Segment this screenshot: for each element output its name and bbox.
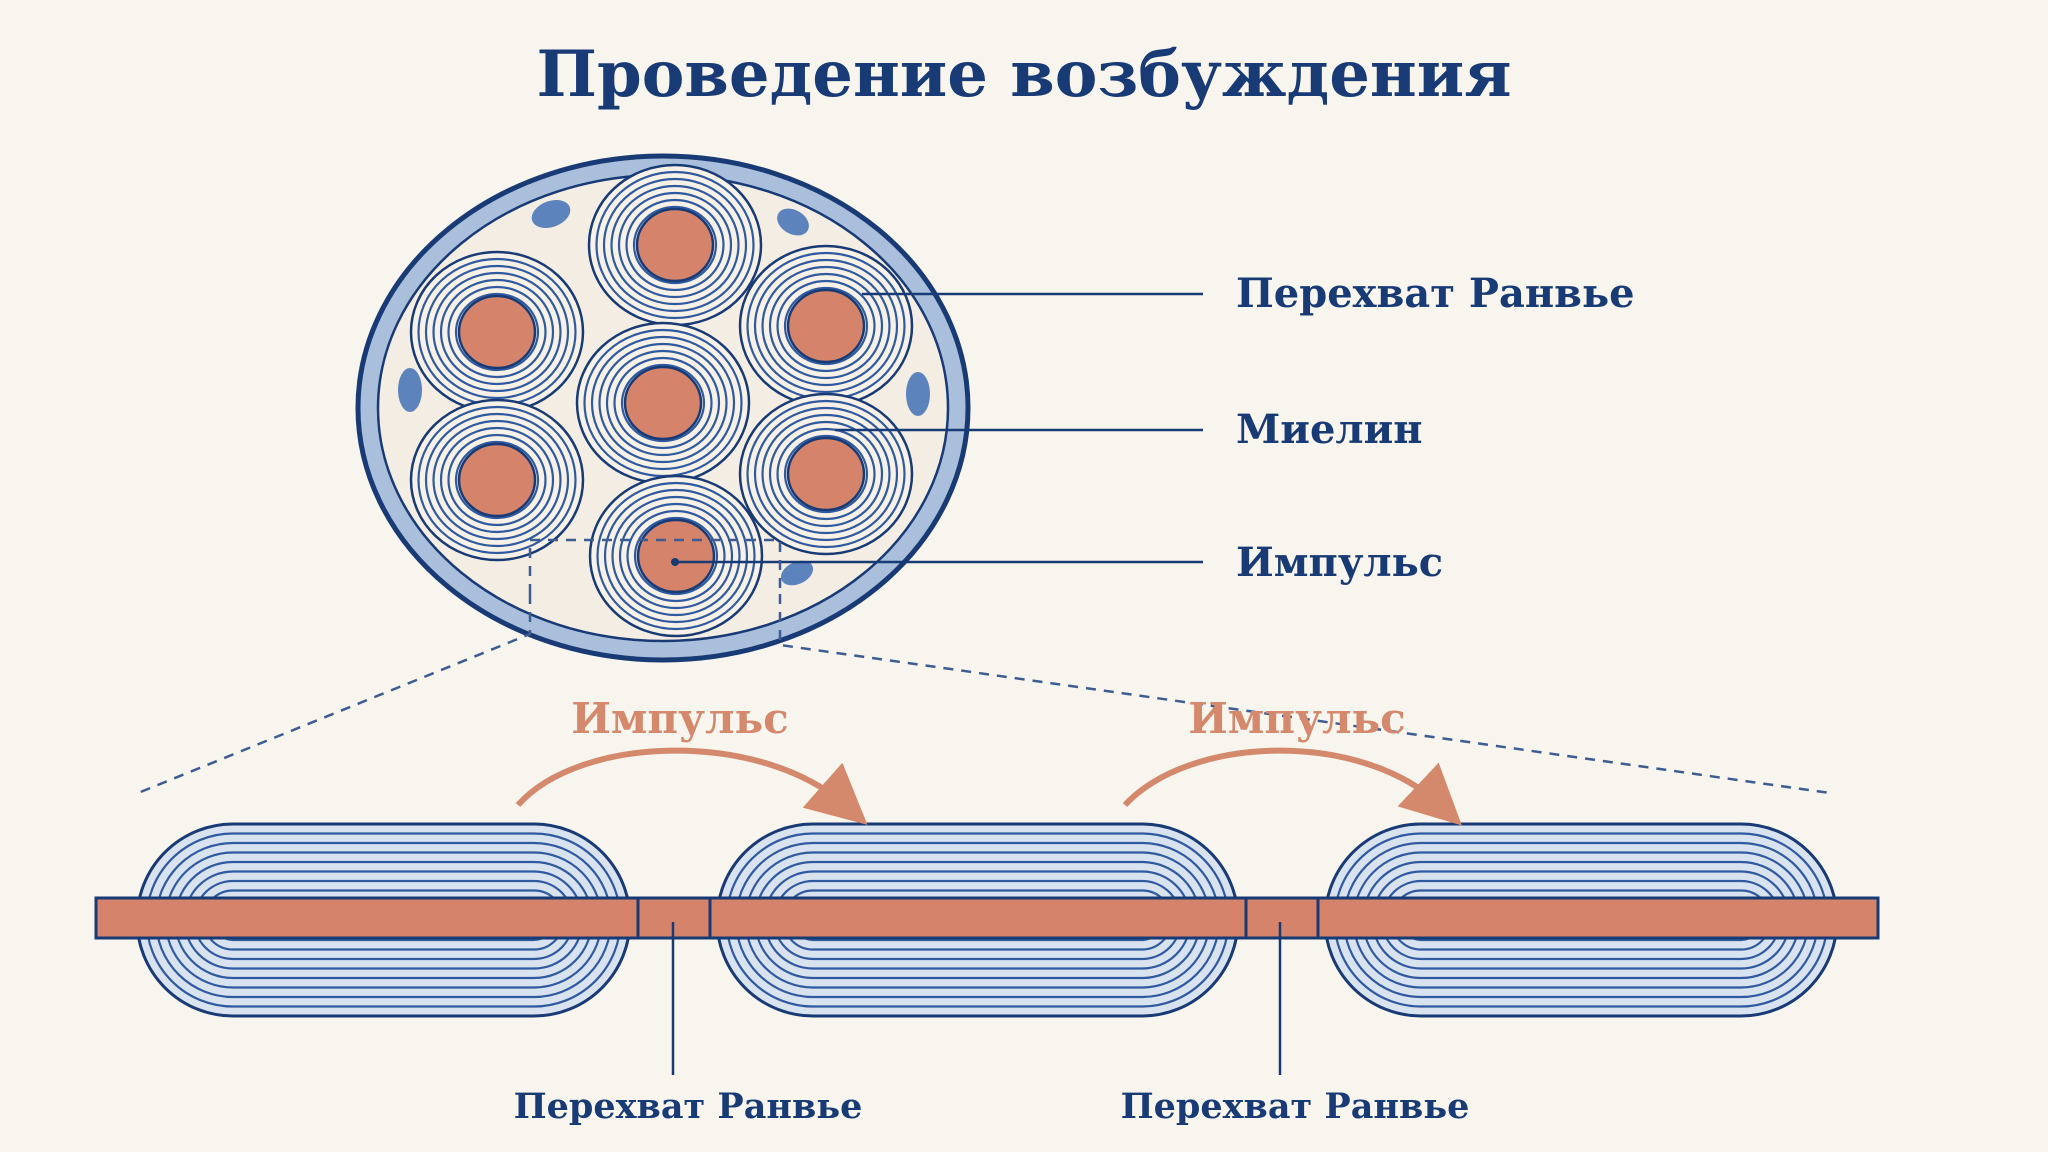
node-of-ranvier-gap — [1244, 896, 1320, 940]
myelin-ring — [417, 405, 577, 555]
myelin-ring — [768, 272, 884, 380]
myelin-ring — [633, 516, 719, 596]
nerve-cross-section — [355, 153, 971, 663]
axon-core — [457, 442, 537, 518]
impulse-label-2: Импульс — [1188, 694, 1406, 743]
myelinated-fiber — [409, 250, 585, 414]
impulse-arrow-2 — [1122, 747, 1462, 826]
myelin-ring — [626, 509, 726, 603]
myelin-ring — [603, 488, 749, 624]
myelin-ring — [424, 412, 570, 548]
myelinated-fiber — [409, 398, 585, 562]
myelin-ring — [632, 205, 718, 285]
myelin-ring — [613, 356, 713, 450]
myelinated-fiber — [575, 321, 751, 485]
schwann-cell-nucleus — [531, 199, 571, 229]
myelin-ring — [605, 349, 721, 457]
myelin-ring — [753, 258, 899, 394]
myelin-ring — [447, 285, 547, 379]
myelin-ring — [776, 279, 876, 373]
myelin-ring — [611, 495, 741, 617]
myelin-ring — [776, 427, 876, 521]
myelin-ring — [439, 426, 555, 534]
node-label-1: Перехват Ранвье — [514, 1086, 863, 1127]
myelinated-fiber — [587, 163, 763, 327]
node-label-2: Перехват Ранвье — [1121, 1086, 1470, 1127]
myelin-ring — [602, 177, 748, 313]
myelin-ring — [783, 434, 869, 514]
schwann-cell-nucleus — [398, 368, 422, 412]
zoom-line-right — [778, 594, 1831, 795]
axon-core — [786, 288, 866, 364]
label-myelin: Миелин — [1236, 406, 1423, 453]
axon-core — [635, 207, 715, 283]
myelin-ring — [783, 286, 869, 366]
myelin-ring — [590, 335, 736, 471]
zoom-line-left — [137, 594, 532, 795]
myelin-ring — [598, 342, 728, 464]
myelin-ring — [761, 413, 891, 535]
myelinated-fiber — [738, 244, 914, 408]
myelin-ring — [618, 502, 734, 610]
impulse-label-1: Импульс — [571, 694, 789, 743]
impulse-arrow-1 — [515, 747, 868, 825]
schwann-cell-nucleus — [777, 208, 809, 236]
longitudinal-axon — [94, 822, 1880, 1018]
myelin-ring — [620, 363, 706, 443]
myelinated-fiber — [588, 474, 764, 638]
myelin-ring — [432, 419, 562, 541]
myelin-ring — [432, 271, 562, 393]
myelin-ring — [610, 184, 740, 306]
myelinated-fiber — [738, 392, 914, 556]
label-node-of-ranvier: Перехват Ранвье — [1236, 270, 1635, 317]
axon-core — [786, 436, 866, 512]
label-impulse: Импульс — [1236, 539, 1443, 586]
fiber-group — [409, 163, 914, 638]
myelin-ring — [454, 292, 540, 372]
schwann-cell-nucleus — [780, 560, 814, 586]
myelin-ring — [424, 264, 570, 400]
myelin-ring — [746, 399, 906, 549]
myelin-ring — [753, 406, 899, 542]
myelin-ring — [617, 191, 733, 299]
myelin-ring — [439, 278, 555, 386]
diagram-title: Проведение возбуждения — [537, 37, 1512, 112]
myelin-ring — [595, 170, 755, 320]
myelin-ring — [454, 440, 540, 520]
axon-core — [623, 365, 703, 441]
myelin-ring — [761, 265, 891, 387]
myelin-ring — [625, 198, 725, 292]
axon — [94, 896, 1880, 940]
schwann-cell-nucleus — [906, 372, 930, 416]
leader-dot — [671, 558, 679, 566]
myelin-ring — [596, 481, 756, 631]
axon-core — [636, 518, 716, 594]
zoom-box — [528, 538, 782, 594]
myelin-ring — [447, 433, 547, 527]
axon-core — [457, 294, 537, 370]
myelin-ring — [768, 420, 884, 528]
